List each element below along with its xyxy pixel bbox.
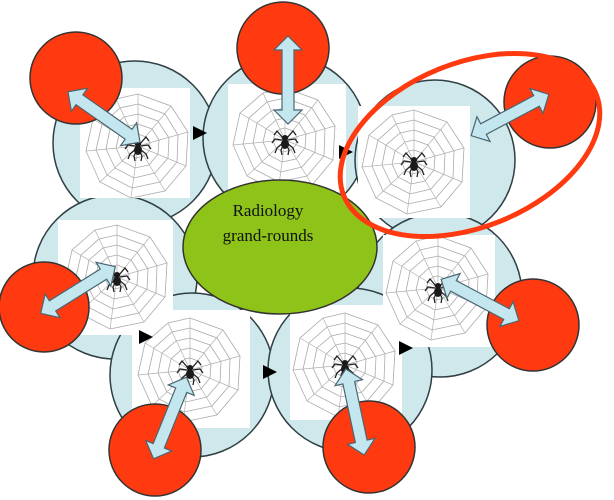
center-label-line1: Radiology — [233, 201, 304, 220]
center-label-line2: grand-rounds — [223, 226, 314, 245]
highlight-ellipse — [337, 50, 603, 240]
center-hub: Radiology grand-rounds — [182, 179, 378, 315]
